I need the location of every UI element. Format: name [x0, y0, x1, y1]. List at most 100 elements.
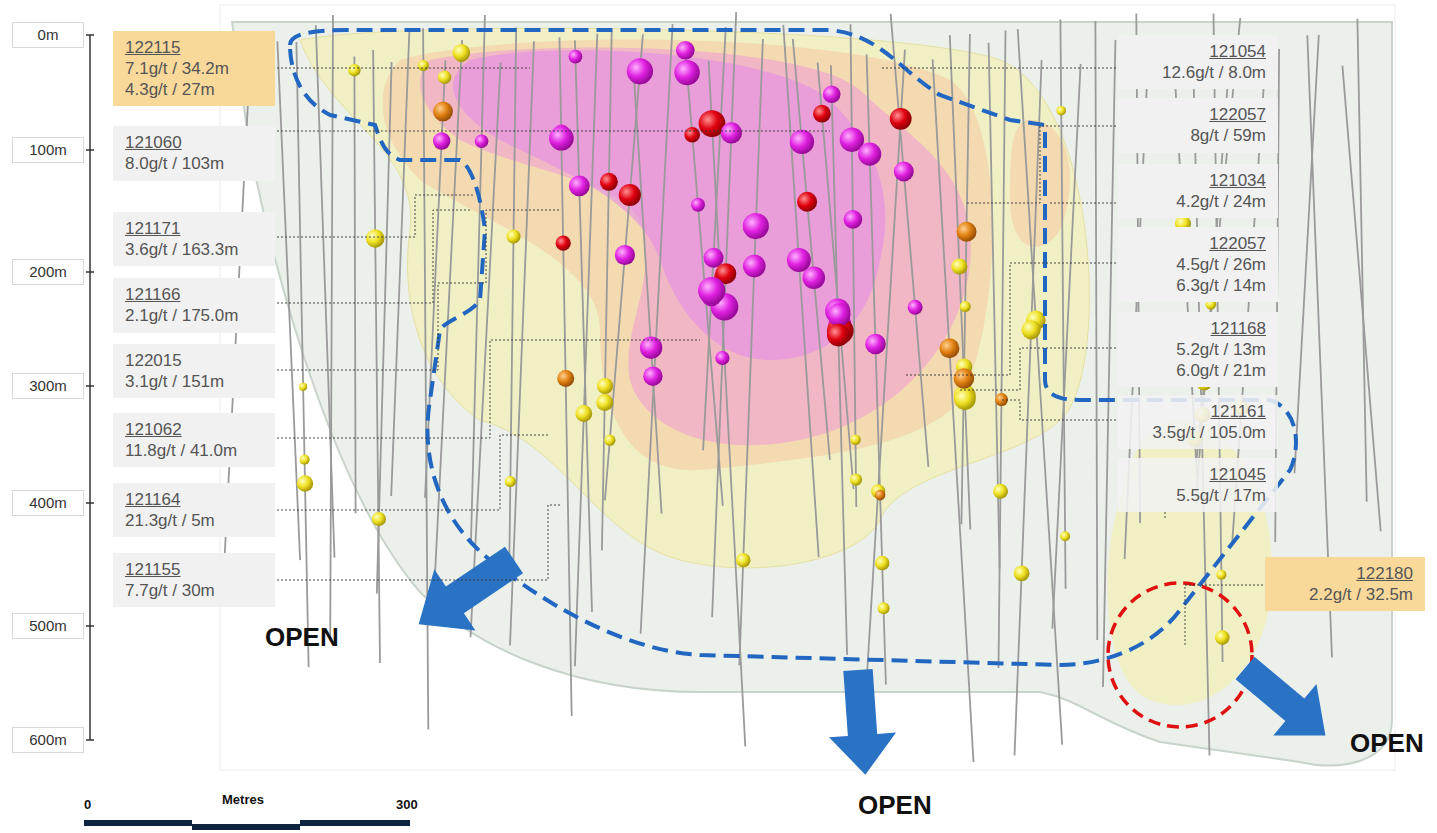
leader-line	[277, 340, 700, 438]
open-arrow	[824, 668, 898, 777]
drill-hole	[1342, 66, 1380, 532]
hole-id: 122057	[1209, 233, 1266, 254]
intercept-sphere	[604, 435, 615, 446]
intercept-sphere	[453, 44, 471, 62]
intercept-callout: 1210344.2g/t / 24m	[1118, 164, 1278, 218]
leader-line	[277, 131, 830, 132]
depth-label: 600m	[29, 728, 67, 752]
tick	[86, 625, 94, 627]
intercept-sphere	[569, 50, 583, 64]
intercept-sphere	[827, 324, 850, 347]
intercept-sphere	[878, 602, 890, 614]
depth-box: 500m	[12, 613, 84, 639]
depth-label: 100m	[29, 138, 67, 162]
resource-outline	[290, 30, 1296, 665]
drill-hole	[1060, 19, 1065, 588]
text-row: 500m	[13, 614, 83, 638]
intercept-sphere	[736, 553, 750, 567]
open-arrow	[398, 529, 534, 654]
hole-id: 121054	[1209, 41, 1266, 62]
drill-hole	[510, 41, 534, 645]
drill-hole	[605, 34, 643, 500]
leader-line	[277, 435, 548, 510]
text-row: 600m	[13, 728, 83, 752]
drill-hole	[330, 15, 333, 640]
grade-interval: 4.5g/t / 26m	[1176, 254, 1266, 275]
intercept-sphere	[597, 378, 613, 394]
grade-interval: 6.3g/t / 14m	[1176, 275, 1266, 296]
depth-box: 600m	[12, 727, 84, 753]
grade-interval: 3.1g/t / 151m	[125, 371, 224, 392]
leader-line	[277, 210, 560, 370]
drill-hole	[277, 41, 300, 560]
text-row: 122180	[1277, 563, 1413, 584]
text-row: 7.1g/t / 34.2m	[125, 58, 263, 79]
leader-line	[1165, 512, 1166, 520]
text-row: 3.6g/t / 163.3m	[125, 239, 263, 260]
grade-interval: 3.6g/t / 163.3m	[125, 239, 238, 260]
intercept-callout: 1210455.5g/t / 17m	[1118, 458, 1278, 512]
drill-hole	[391, 30, 409, 496]
hole-id: 121155	[125, 559, 180, 580]
intercept-sphere	[691, 198, 705, 212]
hole-id: 121062	[125, 419, 182, 440]
intercept-sphere	[850, 474, 862, 486]
intercept-sphere	[957, 222, 977, 242]
leader-lines	[277, 68, 1263, 645]
intercept-sphere	[743, 213, 769, 239]
tick	[86, 739, 94, 741]
text-row: 2.1g/t / 175.0m	[125, 305, 263, 326]
intercept-sphere	[827, 303, 850, 326]
depth-label: 300m	[29, 374, 67, 398]
leader-line	[277, 505, 560, 580]
intercept-sphere	[908, 300, 923, 315]
intercept-callout: 1221802.2g/t / 32.5m	[1265, 557, 1425, 611]
drill-hole	[1295, 35, 1319, 473]
drill-hole	[471, 15, 485, 545]
scale-segment	[84, 820, 192, 826]
intercept-sphere	[721, 122, 742, 143]
leader-line	[277, 210, 470, 303]
intercept-callout: 1220574.5g/t / 26m6.3g/t / 14m	[1118, 227, 1278, 302]
intercept-sphere	[433, 102, 453, 122]
leader-line	[880, 68, 1116, 69]
drill-hole	[1015, 60, 1042, 756]
intercept-sphere	[803, 266, 826, 289]
text-row: 7.7g/t / 30m	[125, 580, 263, 601]
grade-interval: 4.3g/t / 27m	[125, 79, 215, 100]
depth-box: 300m	[12, 373, 84, 399]
text-row: 121168	[1130, 318, 1266, 339]
intercept-sphere	[993, 484, 1008, 499]
text-row: 4.3g/t / 27m	[125, 79, 263, 100]
intercept-sphere	[297, 475, 313, 491]
open-arrow	[1223, 642, 1347, 761]
scale-title: Metres	[222, 792, 264, 807]
intercept-callout: 12116421.3g/t / 5m	[113, 483, 275, 537]
text-row: 122015	[125, 350, 263, 371]
text-row: 121062	[125, 419, 263, 440]
hole-id: 121168	[1211, 318, 1266, 339]
depth-ticks	[86, 35, 94, 740]
intercept-sphere	[676, 41, 695, 60]
intercept-sphere	[797, 192, 817, 212]
grade-interval: 7.1g/t / 34.2m	[125, 58, 229, 79]
intercept-sphere	[596, 394, 613, 411]
depth-label: 400m	[29, 491, 67, 515]
depth-box: 400m	[12, 490, 84, 516]
intercept-sphere	[299, 383, 307, 391]
intercept-sphere	[418, 60, 429, 71]
depth-axis	[89, 35, 91, 740]
text-row: 400m	[13, 491, 83, 515]
intercept-sphere	[1056, 106, 1066, 116]
intercept-callout: 1221157.1g/t / 34.2m4.3g/t / 27m	[113, 31, 275, 106]
intercept-sphere	[372, 512, 386, 526]
intercept-sphere	[475, 134, 489, 148]
intercept-sphere	[823, 85, 841, 103]
drill-hole	[633, 60, 662, 513]
drill-hole	[739, 39, 763, 665]
text-row: 122057	[1130, 233, 1266, 254]
hole-id: 121045	[1209, 464, 1266, 485]
drill-hole	[961, 34, 970, 524]
text-row: 0m	[13, 23, 83, 47]
